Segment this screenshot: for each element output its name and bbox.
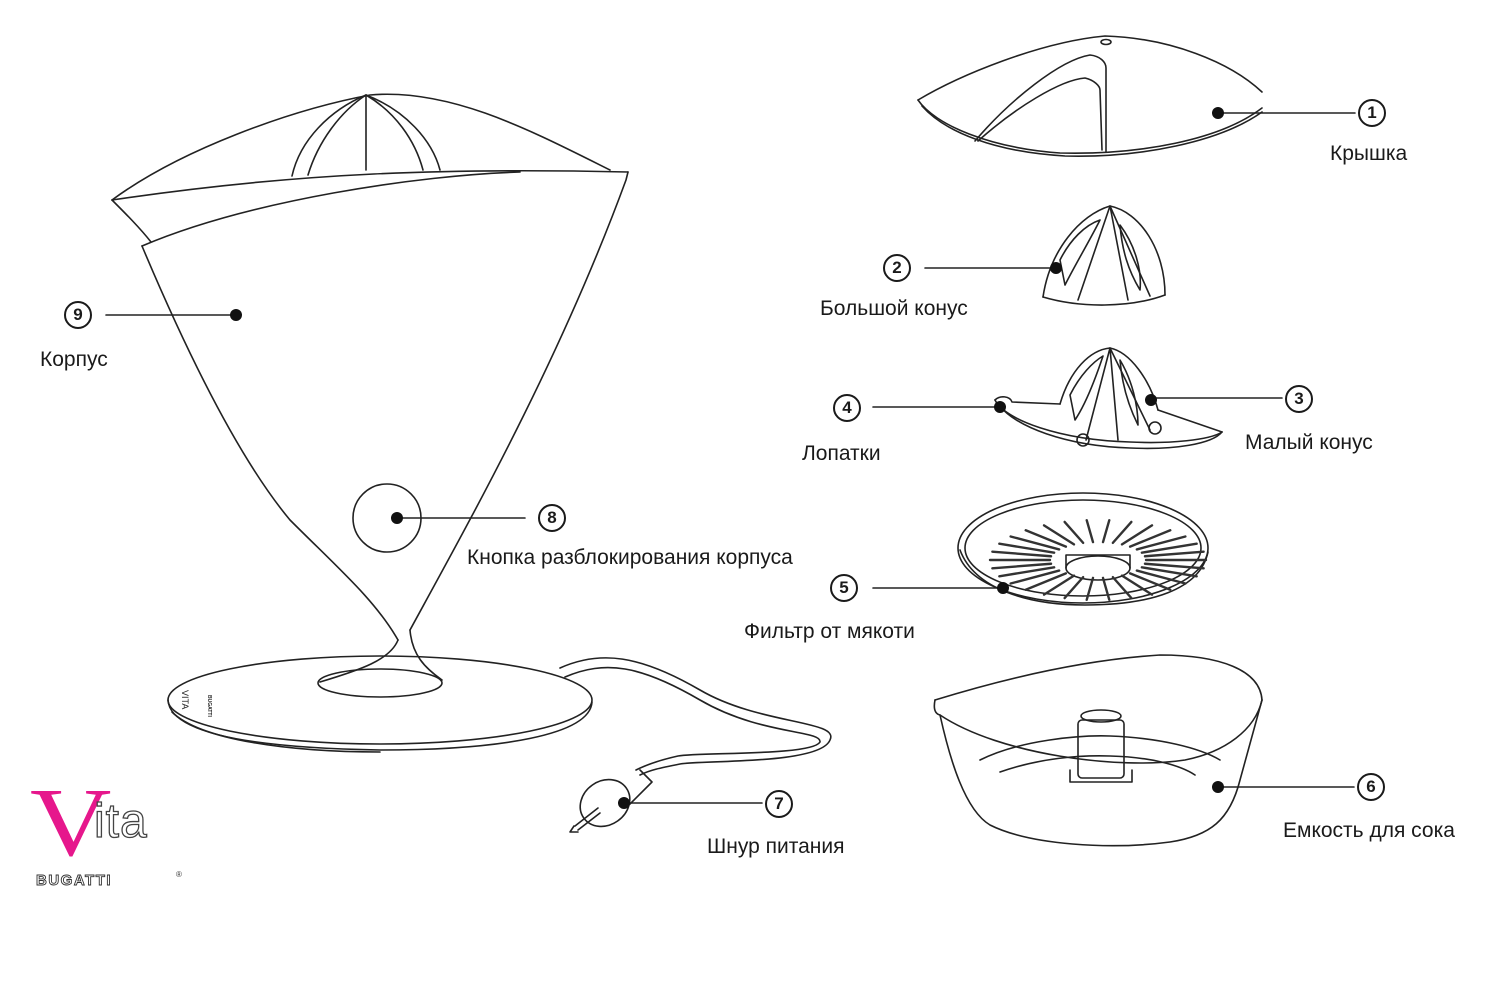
filter-slot [1120, 574, 1154, 596]
filter-slot [1042, 574, 1076, 596]
leader-dot-1 [1212, 107, 1224, 119]
part-number-5: 5 [830, 574, 858, 602]
filter-slot [1128, 529, 1172, 548]
leader-dot-4 [994, 401, 1006, 413]
filter-slot [1111, 520, 1133, 545]
part-number-7: 7 [765, 790, 793, 818]
filter-slot [1128, 572, 1172, 591]
filter-slot [1143, 550, 1205, 558]
filter-slot [1024, 529, 1068, 548]
base-imprint-sub: BUGATTI [206, 695, 212, 717]
leader-dots [230, 107, 1224, 809]
filter-slot [1135, 569, 1187, 585]
filter-slot [1140, 566, 1198, 578]
part-number-1: 1 [1358, 99, 1386, 127]
juice-container-illustration [933, 654, 1263, 847]
part-label-paddles: Лопатки [802, 442, 881, 465]
logo-brand: BUGATTI [36, 872, 113, 890]
part-label-power-cord: Шнур питания [707, 835, 845, 858]
leader-dot-8 [391, 512, 403, 524]
filter-slot [1063, 520, 1085, 545]
part-label-juice-container: Емкость для сока [1283, 819, 1455, 842]
filter-slot [1063, 575, 1085, 600]
filter-slot [1042, 524, 1076, 546]
filter-slot [1120, 524, 1154, 546]
logo-rest: ita [93, 795, 148, 848]
leader-dot-2 [1050, 262, 1062, 274]
filter-slot [991, 550, 1053, 558]
part-label-small-cone: Малый конус [1245, 431, 1373, 454]
part-number-8: 8 [538, 504, 566, 532]
lid-illustration [917, 35, 1263, 157]
juicer-assembled-illustration [111, 93, 832, 833]
part-number-6: 6 [1357, 773, 1385, 801]
filter-slot [1009, 535, 1061, 551]
filter-slot [1009, 569, 1061, 585]
filter-slot [1111, 575, 1133, 600]
part-label-body: Корпус [40, 348, 108, 371]
logo-initial: V [30, 769, 112, 877]
part-number-3: 3 [1285, 385, 1313, 413]
filter-slot [991, 562, 1053, 570]
leader-dot-9 [230, 309, 242, 321]
leader-dot-5 [997, 582, 1009, 594]
pulp-filter-illustration [957, 492, 1209, 606]
part-label-large-cone: Большой конус [820, 297, 968, 320]
part-label-lid: Крышка [1330, 142, 1408, 165]
base-imprint-brand: VITA [180, 690, 190, 709]
leader-dot-6 [1212, 781, 1224, 793]
part-label-release-button: Кнопка разблокирования корпуса [467, 546, 793, 569]
filter-slot [1143, 562, 1205, 570]
part-label-pulp-filter: Фильтр от мякоти [744, 620, 915, 643]
part-number-9: 9 [64, 301, 92, 329]
logo-registered-mark: ® [176, 870, 182, 879]
large-cone-illustration [1042, 205, 1166, 306]
part-number-4: 4 [833, 394, 861, 422]
vita-bugatti-logo: V ita BUGATTI ® [28, 774, 188, 895]
small-cone-illustration [994, 347, 1223, 450]
leader-dot-3 [1145, 394, 1157, 406]
filter-slot [1101, 519, 1111, 544]
filter-slot [1085, 576, 1095, 601]
filter-slot [1085, 519, 1095, 544]
filter-slot [1135, 535, 1187, 551]
filter-slot [998, 566, 1056, 578]
filter-slot [1024, 572, 1068, 591]
leader-lines [105, 112, 1356, 804]
leader-dot-7 [618, 797, 630, 809]
part-number-2: 2 [883, 254, 911, 282]
filter-slot [1140, 542, 1198, 554]
filter-slot [998, 542, 1056, 554]
filter-slot [1101, 576, 1111, 601]
